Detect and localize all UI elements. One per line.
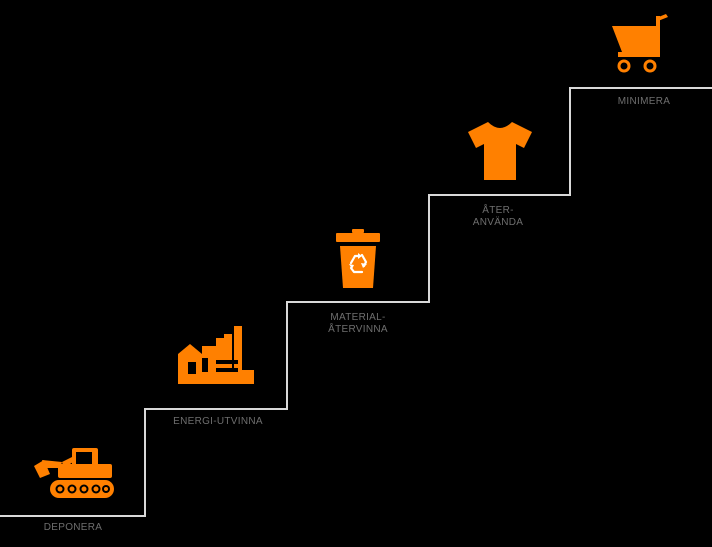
- step-label-deponera: DEPONERA: [43, 522, 103, 533]
- step-label-material-atervinna: MATERIAL- ÅTERVINNA: [328, 312, 388, 335]
- shopping-cart-icon: [612, 14, 668, 73]
- step-label-ater-anvanda: ÅTER- ANVÄNDA: [472, 205, 524, 228]
- recycle-bin-icon: [336, 229, 380, 288]
- tshirt-icon: [468, 122, 532, 180]
- staircase-line: [0, 87, 712, 517]
- step-label-minimera: MINIMERA: [617, 96, 671, 107]
- step-label-energi-utvinna: ENERGI-UTVINNA: [173, 416, 263, 427]
- excavator-icon: [34, 448, 114, 498]
- factory-icon: [178, 326, 254, 384]
